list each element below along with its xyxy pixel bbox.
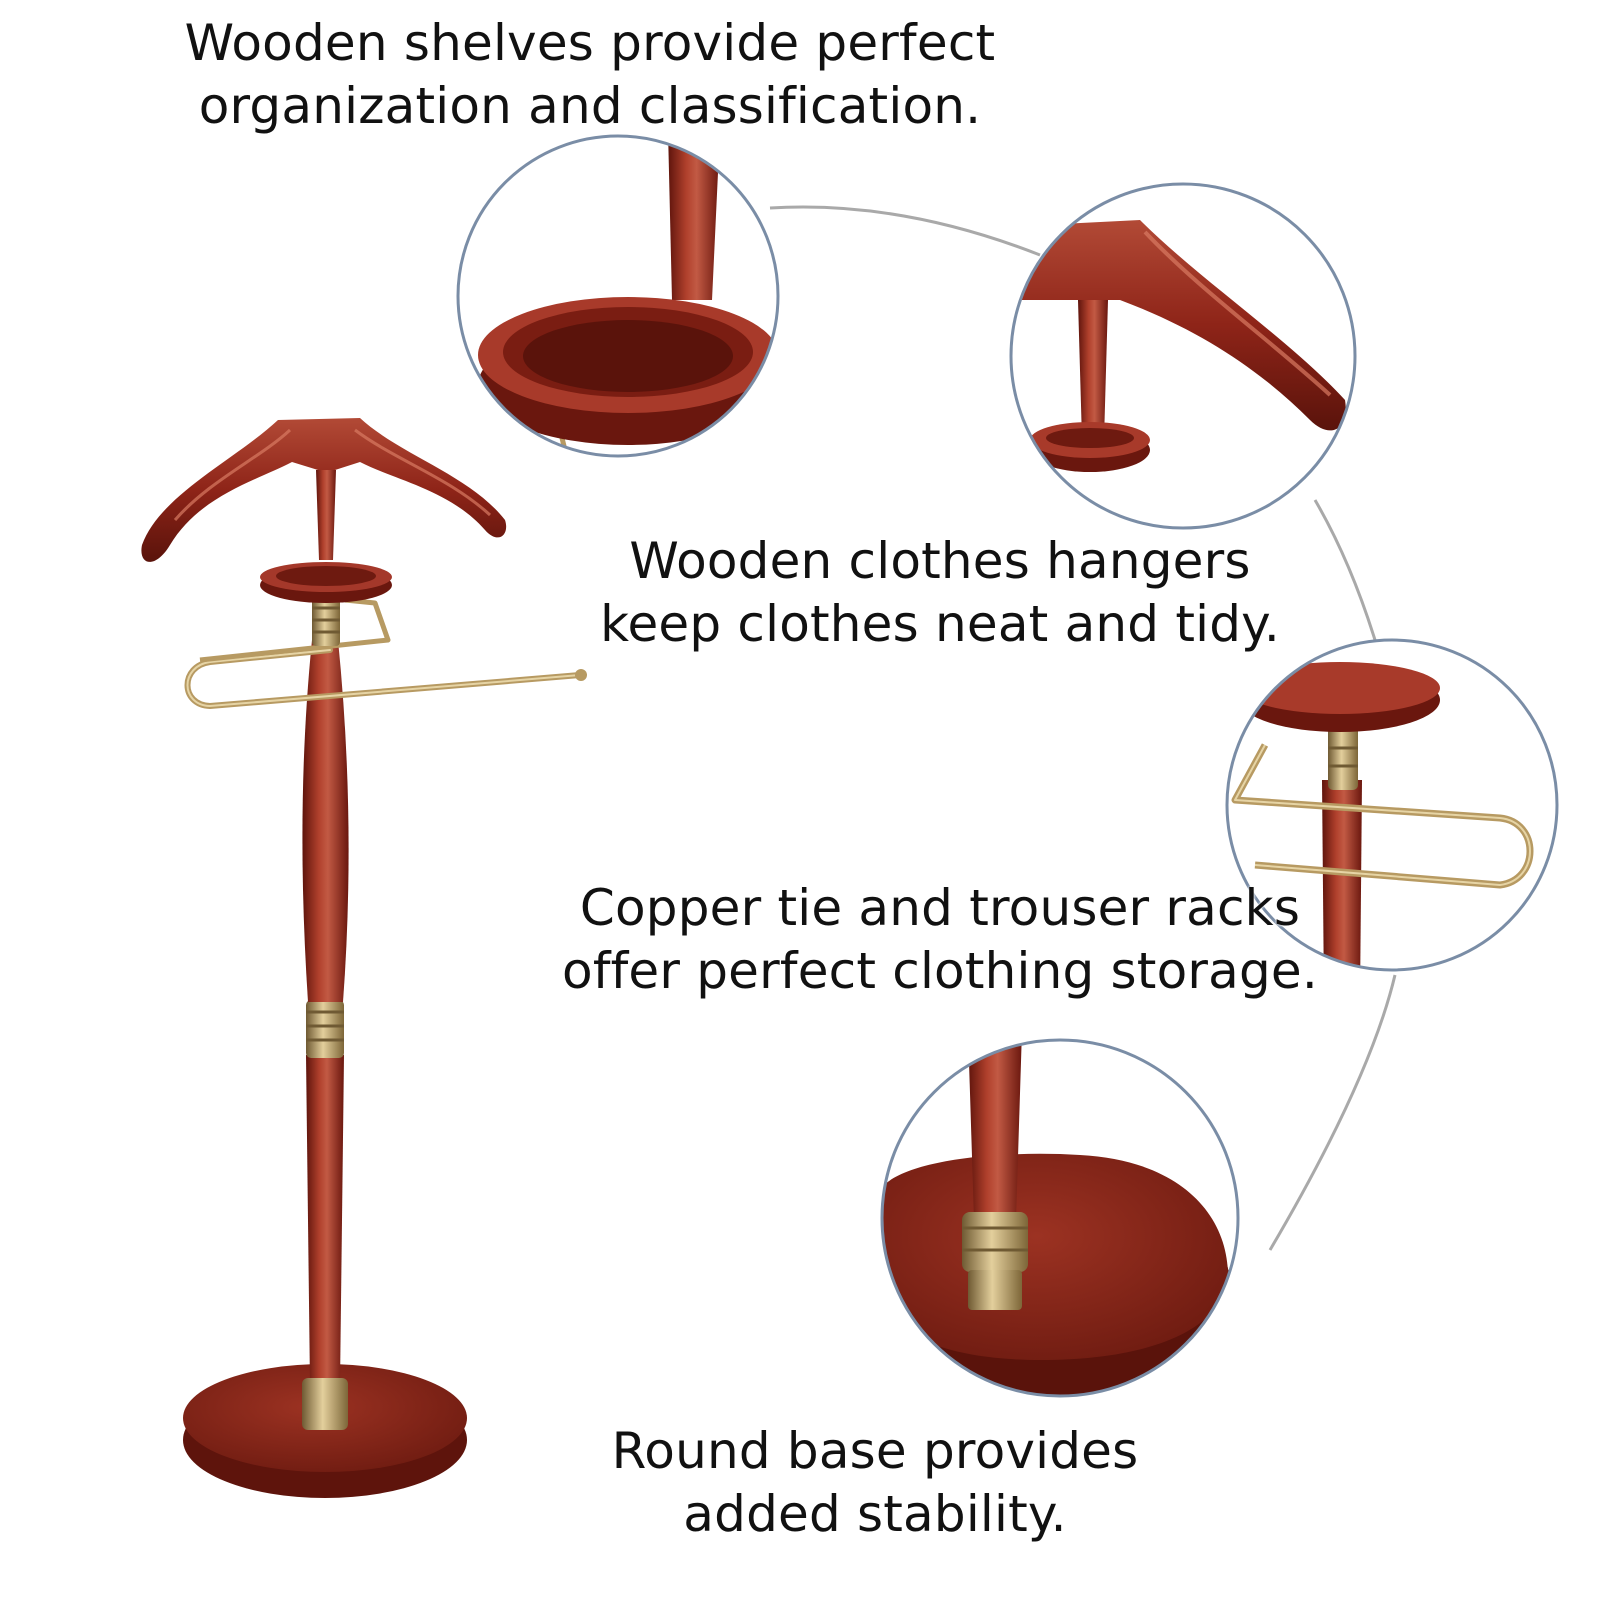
middle-brass-rings <box>306 1000 344 1058</box>
detail-circle-shelf <box>456 134 780 458</box>
lower-pole <box>306 1055 344 1385</box>
caption-shelves: Wooden shelves provide perfect organizat… <box>150 12 1030 138</box>
caption-shelves-line-1: Wooden shelves provide perfect <box>184 14 996 72</box>
valet-stand <box>141 418 587 1498</box>
caption-base-line-2: added stability. <box>683 1485 1067 1543</box>
detail-circle-hanger <box>1009 182 1357 530</box>
caption-hangers-line-2: keep clothes neat and tidy. <box>600 595 1280 653</box>
detail-circle-racks <box>1225 638 1559 972</box>
base-brass-collar <box>302 1378 348 1430</box>
caption-racks: Copper tie and trouser racks offer perfe… <box>540 877 1340 1003</box>
coat-hanger <box>141 418 507 562</box>
upper-pole <box>302 640 349 1002</box>
connector-line <box>769 205 1397 1251</box>
caption-base: Round base provides added stability. <box>525 1420 1225 1546</box>
caption-racks-line-2: offer perfect clothing storage. <box>562 942 1318 1000</box>
detail-circle-base <box>880 1038 1240 1398</box>
hanger-neck <box>316 470 336 560</box>
tie-bar <box>199 597 391 663</box>
caption-shelves-line-2: organization and classification. <box>198 77 982 135</box>
caption-base-line-1: Round base provides <box>611 1422 1139 1480</box>
caption-hangers: Wooden clothes hangers keep clothes neat… <box>560 530 1320 656</box>
top-brass-rings <box>312 598 340 646</box>
caption-racks-line-1: Copper tie and trouser racks <box>579 879 1301 937</box>
caption-hangers-line-1: Wooden clothes hangers <box>629 532 1251 590</box>
